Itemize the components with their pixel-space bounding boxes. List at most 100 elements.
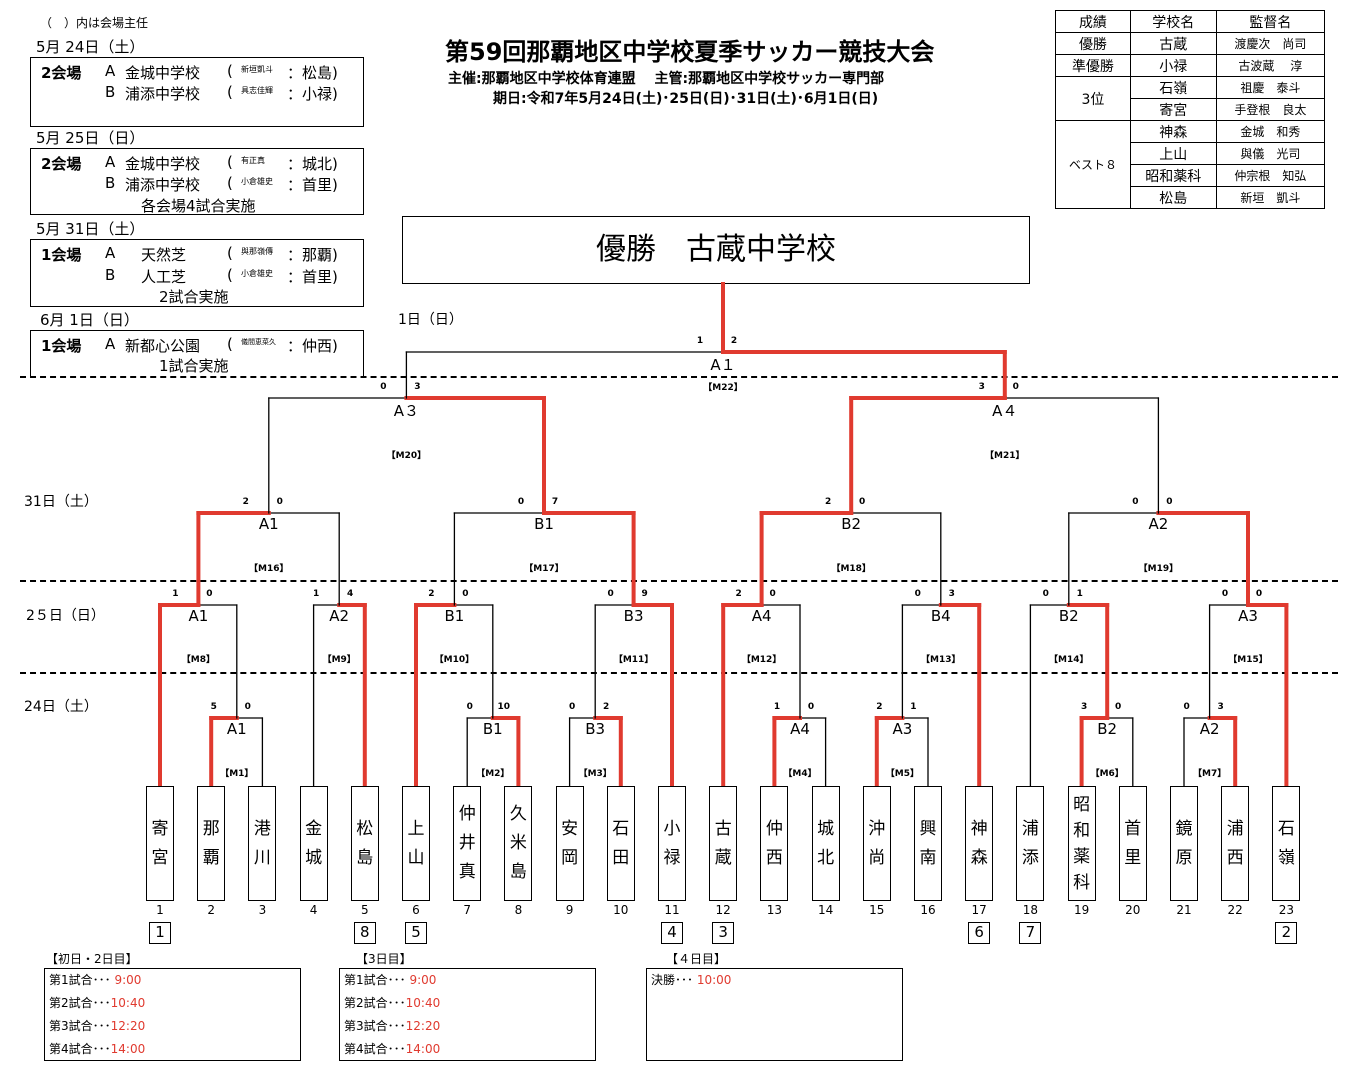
score-left: 2 — [428, 589, 435, 599]
team-name-char: 沖 — [868, 818, 886, 839]
score-left: 2 — [825, 497, 832, 507]
venue-note: 2試合実施 — [159, 288, 229, 306]
seed-rank-box: 8 — [353, 922, 376, 944]
day-label-31: 31日（土） — [24, 494, 98, 510]
schedule-date-3: 5月 31日（土） — [36, 220, 145, 238]
team-name-char: 森 — [970, 847, 988, 868]
result-school: 昭和薬科 — [1129, 164, 1217, 187]
time-value: 10:40 — [405, 996, 441, 1010]
venue-chief: 具志佳輝 — [241, 86, 273, 95]
match-id-label: 【M7】 — [1192, 769, 1227, 779]
team-number: 23 — [1278, 903, 1295, 917]
score-right: 0 — [462, 589, 469, 599]
team-name-char: 里 — [1124, 847, 1142, 868]
venue-letter: A — [105, 244, 116, 262]
score-left: 2 — [242, 497, 249, 507]
time-label: 第1試合･･･ — [49, 973, 111, 987]
team-name-char: 松 — [356, 818, 374, 839]
score-left: 0 — [607, 589, 614, 599]
result-coach: 手登根 良太 — [1215, 98, 1326, 121]
match-id-label: 【M13】 — [921, 655, 961, 665]
team-name-char: 安 — [561, 818, 579, 839]
team-name-char: 浦 — [1226, 818, 1244, 839]
team-number: 11 — [664, 903, 680, 917]
court-label: A2 — [1148, 515, 1169, 533]
team-number: 22 — [1227, 903, 1243, 917]
venue-letter: B — [105, 174, 116, 192]
team-name-char: 田 — [612, 847, 630, 868]
team-name-char: 覇 — [202, 847, 220, 868]
match-id-label: 【M12】 — [741, 655, 782, 665]
team-name-char: 浦 — [1021, 818, 1039, 839]
result-school: 古蔵 — [1129, 32, 1217, 55]
schedule-box-3: 1会場 A 天然芝 ( 與那嶺傳 ：那覇) B 人工芝 ( 小倉雄史 ：首里) … — [30, 239, 364, 307]
score-right: 9 — [641, 589, 648, 599]
team-name-char: 薬 — [1073, 846, 1091, 867]
result-coach: 與儀 光司 — [1215, 142, 1326, 165]
venue-place: 浦添中学校 — [125, 176, 201, 194]
team-name-char: 島 — [356, 847, 374, 868]
match-id-label: 【M9】 — [322, 655, 356, 665]
time-row: 第1試合･･･ 9:00 — [340, 969, 595, 992]
team-name-char: 島 — [509, 862, 527, 882]
day-label-24: 24日（土） — [24, 699, 98, 715]
time-value: 10:00 — [696, 973, 732, 987]
team-name-char: 仲 — [458, 804, 476, 824]
seed-rank-box: 1 — [149, 922, 171, 944]
time-row: 第3試合･･･12:20 — [45, 1015, 300, 1038]
team-name-char: 石 — [612, 818, 630, 839]
team-box: 古蔵 — [709, 786, 738, 901]
time-title-1: 【初日・2日目】 — [46, 952, 138, 966]
team-number: 18 — [1022, 903, 1039, 917]
team-name-char: 城 — [305, 847, 323, 868]
score-left: 5 — [210, 702, 217, 712]
court-label: B2 — [1097, 720, 1118, 738]
venue-letter: A — [105, 335, 116, 353]
team-name-char: 山 — [407, 847, 425, 868]
venue-chief: 與那嶺傳 — [241, 247, 273, 256]
paren: ( — [227, 244, 233, 262]
schedule-date-2: 5月 25日（日） — [36, 129, 145, 147]
day-label-25: 2５日（日） — [26, 608, 105, 624]
team-name-char: 西 — [1226, 847, 1244, 868]
team-name-char: 禄 — [663, 847, 681, 868]
match-id-label: 【M6】 — [1090, 769, 1124, 779]
venue-school: ：城北) — [287, 155, 338, 173]
venue-place: 人工芝 — [141, 268, 187, 286]
court-label: A４ — [992, 402, 1018, 420]
court-label: A4 — [790, 720, 810, 738]
court-label: A1 — [258, 515, 279, 533]
team-name-char: 上 — [407, 818, 425, 839]
venue-count: 1会場 — [41, 337, 82, 355]
team-number: 12 — [715, 903, 731, 917]
score-left: 2 — [735, 589, 742, 599]
team-box: 松島 — [350, 786, 379, 901]
paren: ( — [227, 266, 233, 284]
score-right: 0 — [1166, 497, 1173, 507]
time-value: 14:00 — [405, 1042, 441, 1056]
team-name-char: 宮 — [151, 847, 169, 868]
paren: ( — [227, 83, 233, 101]
team-box: 仲西 — [760, 786, 789, 901]
paren: ( — [227, 62, 233, 80]
team-number: 16 — [920, 903, 936, 917]
time-label: 第1試合･･･ — [344, 973, 406, 987]
team-box: 小禄 — [658, 786, 686, 901]
team-box: 神森 — [965, 786, 994, 901]
team-name-char: 蔵 — [714, 847, 732, 868]
time-row: 第3試合･･･12:20 — [340, 1015, 595, 1038]
team-number: 9 — [565, 903, 574, 917]
score-left: 2 — [876, 702, 883, 712]
score-right: 2 — [730, 336, 738, 346]
score-left: 0 — [517, 497, 525, 507]
match-id-label: 【M15】 — [1228, 655, 1268, 665]
venue-school: ：那覇) — [287, 246, 338, 264]
day-divider — [20, 672, 1338, 674]
day-label-final: 1日（日） — [398, 312, 463, 328]
venue-place: 金城中学校 — [125, 64, 201, 82]
schedule-date-4: 6月 1日（日） — [40, 311, 139, 329]
match-id-label: 【M19】 — [1138, 564, 1179, 574]
team-name-char: 久 — [509, 804, 527, 824]
score-left: 1 — [773, 702, 781, 712]
time-row: 第4試合･･･14:00 — [45, 1038, 300, 1061]
